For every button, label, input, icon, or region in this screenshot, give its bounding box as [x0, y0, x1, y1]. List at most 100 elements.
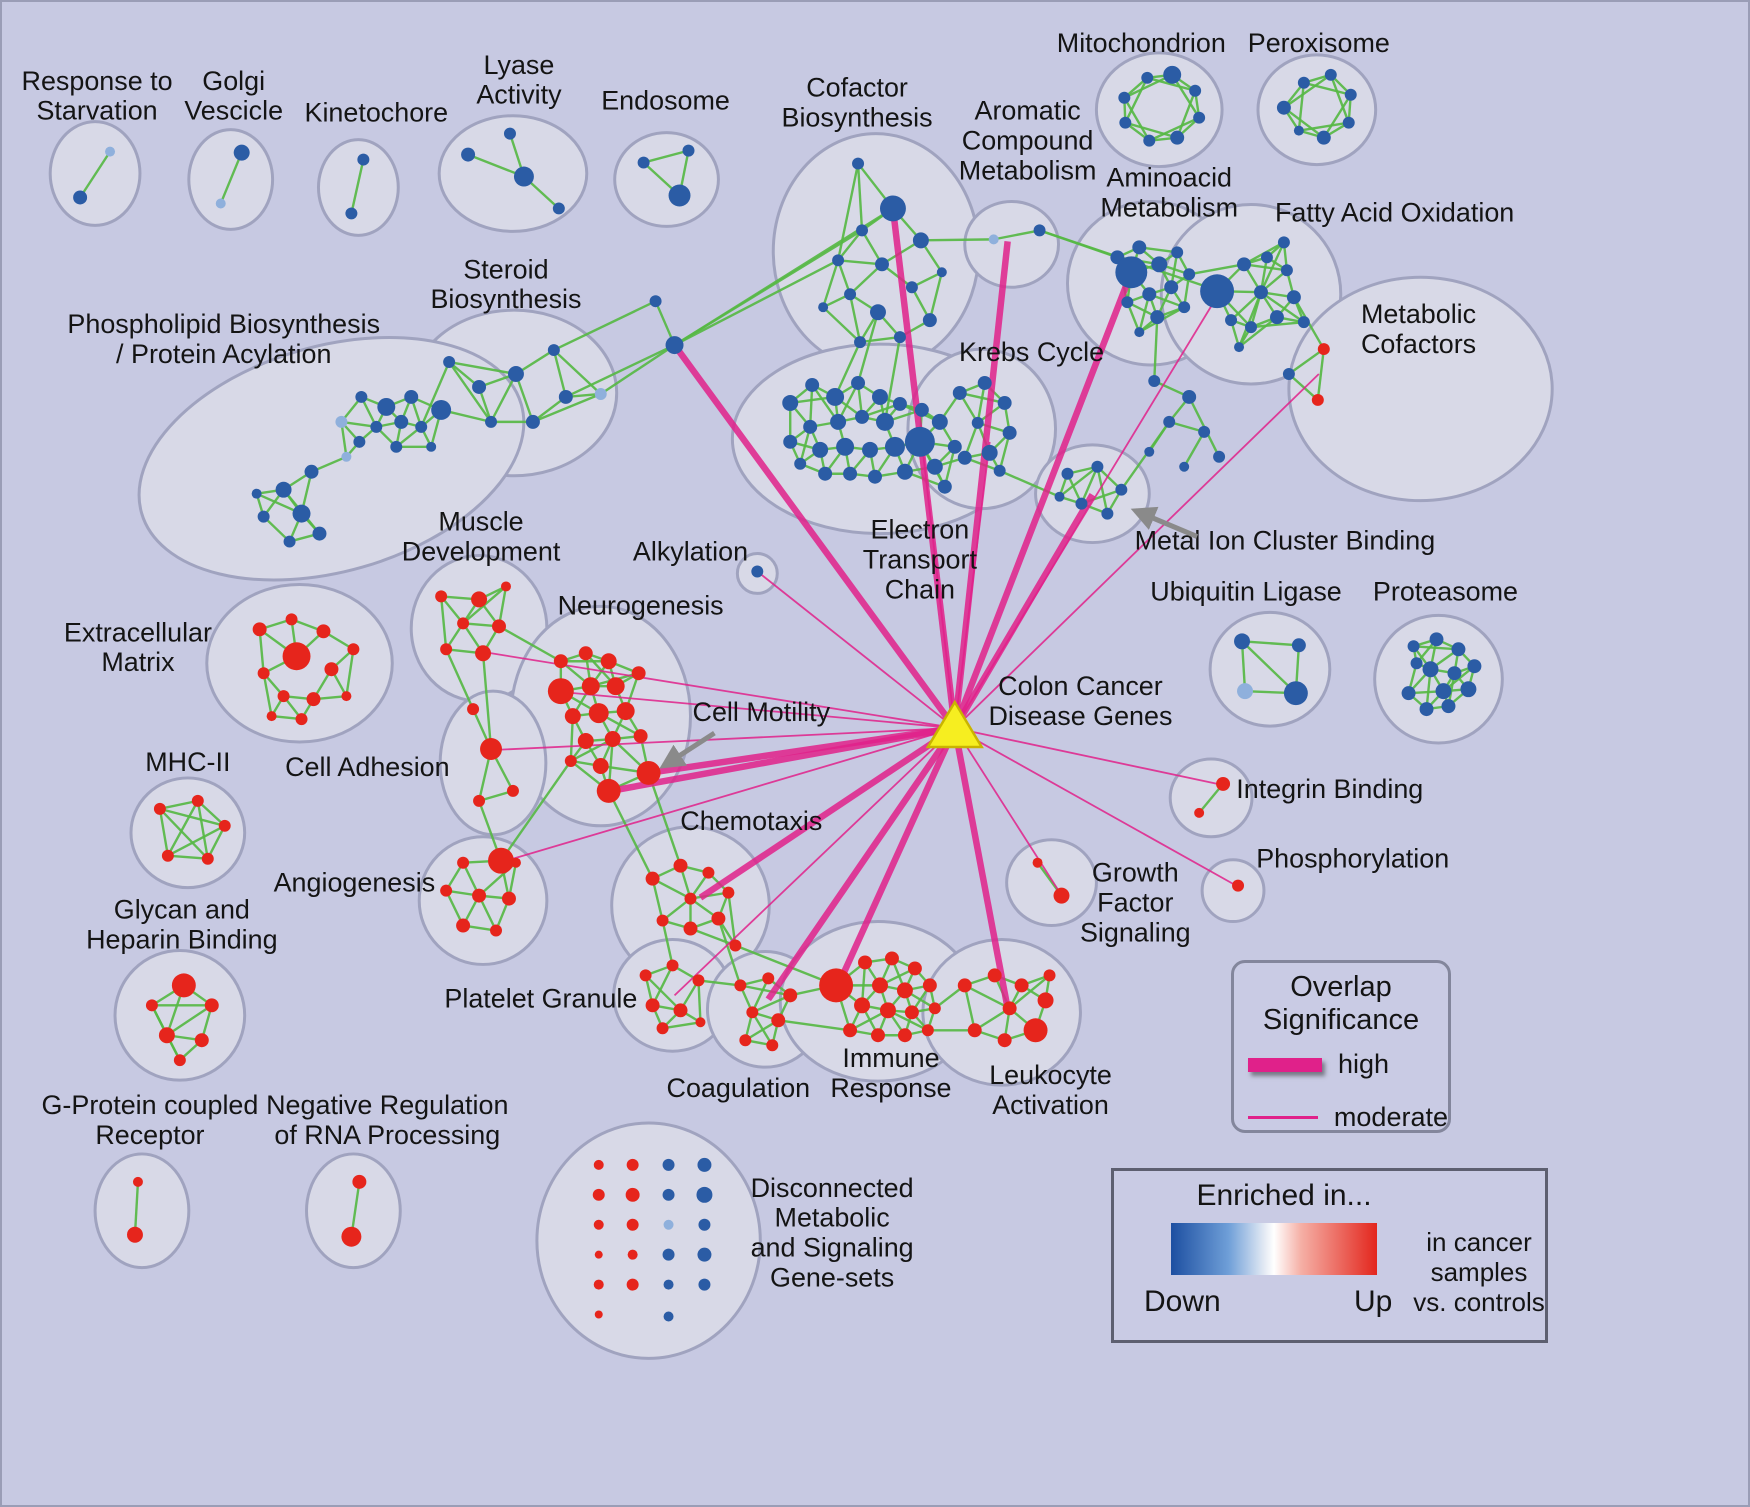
gene-set-overlap-green-edge [1008, 974, 1051, 1010]
gene-set-node [275, 481, 292, 498]
gene-set-node [1216, 776, 1231, 791]
gene-set-node [1234, 342, 1245, 353]
gene-set-node [870, 304, 886, 321]
gene-set-node [1435, 683, 1452, 700]
gene-set-node [616, 702, 635, 721]
gene-set-node [472, 888, 487, 903]
gene-set-overlap-green-edge [644, 974, 682, 1012]
cluster-ellipse-lyase-activity [437, 114, 589, 233]
gene-set-node [684, 892, 697, 905]
label-chemotaxis: Chemotaxis [680, 806, 822, 836]
overlap-edge-high [698, 725, 957, 901]
overlap-edge-moderate [954, 292, 1220, 729]
gene-set-overlap-green-edge [856, 311, 880, 384]
gene-set-node [818, 466, 833, 481]
gene-set-node [492, 619, 506, 634]
gene-set-node [636, 760, 661, 785]
gene-set-node [1144, 446, 1155, 457]
gene-set-node [997, 1033, 1012, 1048]
gene-set-node [510, 857, 521, 868]
gene-set-node [285, 613, 298, 626]
gene-set-overlap-green-edge [651, 964, 674, 1006]
gene-set-overlap-green-edge [834, 341, 862, 398]
gene-set-node [914, 402, 929, 417]
gene-set-node [1119, 116, 1132, 129]
label-alkylation: Alkylation [633, 537, 748, 567]
gene-set-node [695, 1017, 706, 1028]
gene-set-overlap-green-edge [489, 373, 518, 423]
gene-set-overlap-green-edge [1120, 421, 1171, 491]
gene-set-node [751, 565, 764, 578]
gene-set-node [1237, 257, 1251, 272]
gene-set-overlap-green-edge [159, 799, 199, 811]
gene-set-node [353, 435, 366, 448]
gene-set-overlap-green-edge [778, 1019, 851, 1032]
gene-set-overlap-green-edge [1283, 73, 1332, 109]
gene-set-overlap-green-edge [690, 891, 729, 900]
gene-set-overlap-green-edge [643, 149, 689, 164]
gene-set-node [1142, 287, 1157, 302]
gene-set-node [858, 955, 873, 970]
overlap-edge-high [835, 726, 958, 987]
gene-set-node [662, 1158, 675, 1171]
gene-set-node [631, 666, 646, 681]
gene-set-overlap-green-edge [993, 229, 1040, 241]
label-fatty-acid-oxidation: Fatty Acid Oxidation [1275, 197, 1514, 227]
gene-set-node [663, 1219, 674, 1230]
gene-set-node [335, 415, 348, 428]
gene-set-overlap-green-edge [514, 373, 535, 423]
gene-set-node [1225, 314, 1238, 327]
gene-set-node [922, 313, 937, 328]
gene-set-node [324, 662, 339, 677]
gene-set-node [1297, 316, 1310, 329]
gene-set-node [967, 1023, 982, 1038]
gene-set-node [564, 708, 581, 725]
cluster-ellipse-cofactor-biosynthesis [771, 132, 981, 371]
gene-set-overlap-green-edge [740, 984, 791, 997]
cluster-ellipse-aromatic-compound-metabolism [963, 199, 1061, 289]
gene-set-overlap-green-edge [1288, 373, 1319, 401]
gene-set-overlap-green-edge [1123, 97, 1151, 142]
gene-set-overlap-green-edge [734, 944, 837, 987]
gene-set-node [905, 281, 918, 294]
gene-set-node [1170, 130, 1185, 145]
gene-set-node [1213, 450, 1226, 463]
gene-set-node [1460, 681, 1477, 698]
cluster-ellipse-peroxisome [1256, 53, 1378, 167]
overlap-edge-moderate [562, 691, 955, 729]
gene-set-overlap-green-edge [1316, 348, 1325, 401]
gene-set-node [594, 387, 607, 400]
overlap-edge-moderate [953, 441, 991, 729]
overlap-edge-moderate [954, 373, 1320, 729]
gene-set-node [843, 466, 858, 481]
gene-set-node [771, 1013, 786, 1028]
gene-set-node [1163, 415, 1176, 428]
gene-set-node [161, 849, 174, 862]
gene-set-node [1150, 310, 1165, 325]
gene-set-node [922, 978, 937, 993]
gene-set-overlap-green-edge [652, 877, 692, 900]
gene-set-node [1014, 978, 1029, 993]
gene-set-node [283, 535, 296, 548]
gene-set-overlap-green-edge [690, 927, 736, 947]
gene-set-node [503, 127, 516, 140]
gene-set-node [851, 376, 866, 390]
gene-set-node [295, 713, 308, 726]
gene-set-node [1234, 633, 1251, 650]
gene-set-node [666, 959, 679, 972]
cluster-ellipse-cell-adhesion [438, 689, 548, 837]
gene-set-node [818, 302, 829, 313]
gene-set-node [1342, 116, 1355, 129]
gene-set-node [593, 1219, 604, 1230]
gene-set-node [1447, 666, 1462, 681]
label-krebs-cycle: Krebs Cycle [959, 337, 1104, 367]
gene-set-node [1316, 130, 1331, 145]
gene-set-node [682, 144, 695, 157]
gene-set-node [1286, 290, 1301, 305]
gene-set-node [1280, 264, 1293, 277]
gene-set-overlap-green-edge [532, 392, 602, 423]
gene-set-node [904, 1005, 919, 1020]
